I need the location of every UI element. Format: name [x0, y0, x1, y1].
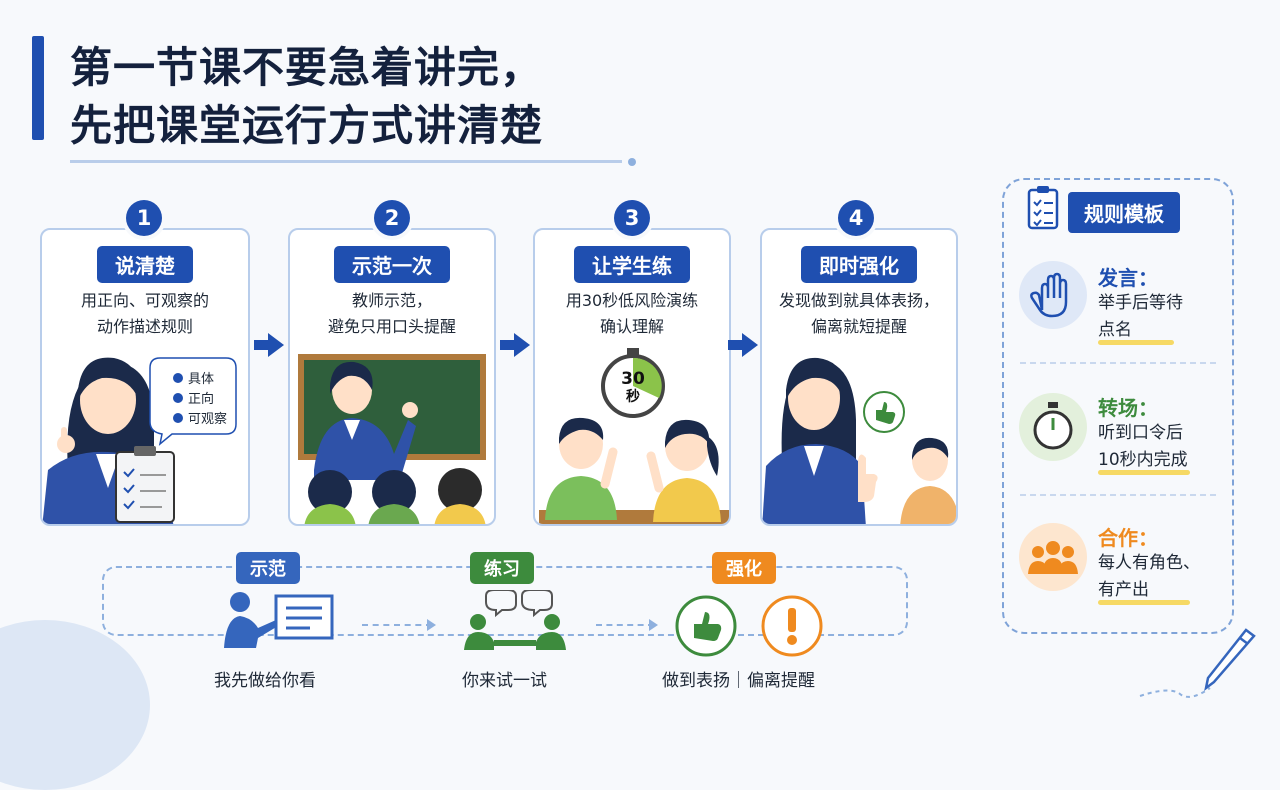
- flow-tag-reinforce: 强化: [712, 552, 776, 584]
- flow-arrow-2: [596, 619, 658, 631]
- step-card-3: 让学生练 用30秒低风险演练 确认理解 30 秒: [533, 228, 731, 526]
- rule-cooperation-highlight: [1098, 600, 1190, 605]
- rule-transition-head: 转场：: [1098, 396, 1158, 420]
- step-arrow-2: [500, 333, 530, 357]
- step-card-2: 示范一次 教师示范， 避免只用口头提醒: [288, 228, 496, 526]
- flow-caption-reinforce: 做到表扬｜偏离提醒: [662, 671, 815, 691]
- students-practice-illustration: [539, 348, 729, 524]
- title-underline: [70, 160, 622, 163]
- step-4-desc: 发现做到就具体表扬， 偏离就短提醒: [778, 291, 939, 336]
- step-1-desc: 用正向、可观察的 动作描述规则: [80, 291, 209, 336]
- timer-value: 30 秒: [621, 369, 645, 405]
- step-3-title: 让学生练: [574, 246, 690, 283]
- raised-hand-icon: [1019, 261, 1087, 329]
- flow-tag-practice: 练习: [470, 552, 534, 584]
- rule-speak-text: 举手后等待 点名: [1098, 293, 1183, 340]
- group-icon: [1019, 523, 1087, 591]
- title-accent-bar: [32, 36, 44, 140]
- teacher-clipboard-illustration: [42, 357, 237, 524]
- page-title-line-2: 先把课堂运行方式讲清楚: [70, 101, 544, 150]
- flow-tag-demo: 示范: [236, 552, 300, 584]
- discussion-icon: [464, 590, 566, 650]
- teacher-blackboard-illustration: [298, 354, 486, 524]
- thumbs-up-and-alert-icon: [675, 595, 823, 657]
- clipboard-icon: [1027, 186, 1059, 230]
- rules-panel: [1002, 178, 1234, 634]
- flow-caption-demo: 我先做给你看: [214, 671, 316, 691]
- step-3-number: 3: [614, 200, 650, 236]
- rule-transition-text: 听到口令后 10秒内完成: [1098, 423, 1188, 470]
- stopwatch-icon: [1019, 393, 1087, 461]
- step-1-title: 说清楚: [97, 246, 193, 283]
- flow-arrow-1: [362, 619, 436, 631]
- step-card-1: 说清楚 用正向、可观察的 动作描述规则 具体 正向 可观察: [40, 228, 250, 526]
- rules-separator-1: [1020, 362, 1216, 364]
- teacher-praise-illustration: [762, 357, 956, 524]
- rule-cooperation-text: 每人有角色、 有产出: [1098, 553, 1200, 600]
- rules-panel-title: 规则模板: [1068, 192, 1180, 233]
- rule-transition-highlight: [1098, 470, 1190, 475]
- step-2-desc: 教师示范， 避免只用口头提醒: [327, 291, 456, 336]
- step-1-bubble-list: 具体 正向 可观察: [188, 372, 228, 427]
- decorative-blob: [0, 620, 150, 790]
- page-title-line-1: 第一节课不要急着讲完，: [70, 43, 544, 92]
- step-3-desc: 用30秒低风险演练 确认理解: [565, 291, 699, 336]
- step-4-title: 即时强化: [801, 246, 917, 283]
- step-4-number: 4: [838, 200, 874, 236]
- step-2-title: 示范一次: [334, 246, 450, 283]
- step-arrow-3: [728, 333, 758, 357]
- flow-caption-practice: 你来试一试: [462, 671, 547, 691]
- step-arrow-1: [254, 333, 284, 357]
- rule-speak-head: 发言：: [1098, 266, 1158, 290]
- rule-cooperation-head: 合作：: [1098, 526, 1158, 550]
- step-1-number: 1: [126, 200, 162, 236]
- rules-separator-2: [1020, 494, 1216, 496]
- step-2-number: 2: [374, 200, 410, 236]
- presenter-icon: [224, 592, 334, 648]
- rule-speak-highlight: [1098, 340, 1174, 345]
- step-card-4: 即时强化 发现做到就具体表扬， 偏离就短提醒: [760, 228, 958, 526]
- title-underline-dot: [628, 158, 636, 166]
- pencil-icon: [1139, 628, 1256, 698]
